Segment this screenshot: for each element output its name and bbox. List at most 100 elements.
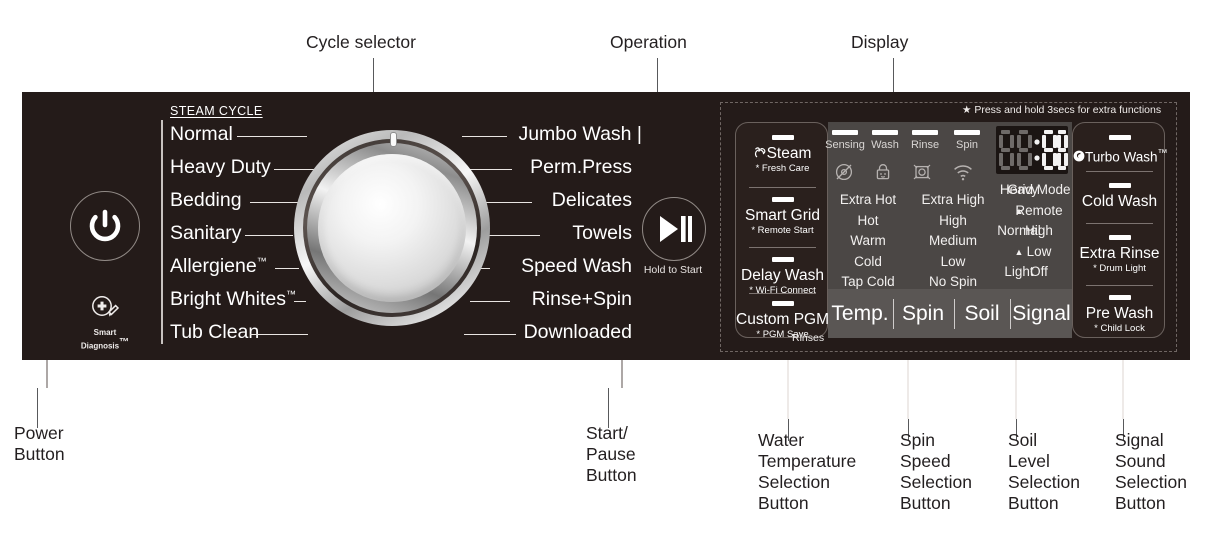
turbo-wash-button[interactable]: Turbo Wash™ — [1073, 135, 1168, 165]
extra-rinse-label: Extra Rinse — [1079, 244, 1160, 262]
power-icon — [89, 209, 121, 242]
steam-sublabel: * Fresh Care — [755, 162, 810, 174]
soil-selection-button[interactable]: Soil — [964, 301, 1000, 325]
cycle-label-delicates[interactable]: Delicates — [551, 189, 632, 211]
turbo-icon — [1073, 150, 1085, 162]
leader-perm-press — [470, 169, 512, 171]
callout-line-soil-level — [1016, 419, 1017, 441]
pre-wash-label: Pre Wash — [1085, 304, 1154, 322]
signal-option-grid-mode: Grid Mode — [1007, 182, 1071, 197]
spin-option-medium: Medium — [928, 233, 977, 249]
callout-operation: Operation — [610, 32, 687, 52]
indicator-dash — [771, 135, 794, 140]
signal-option-high: High — [1025, 223, 1053, 239]
divider — [749, 187, 816, 188]
soil-arrow-up-2: ▲ — [1014, 246, 1024, 257]
steam-button[interactable]: Steam * Fresh Care — [736, 135, 829, 174]
pre-wash-button[interactable]: Pre Wash * Child Lock — [1073, 295, 1166, 334]
callout-start-pause-button: Start/ Pause Button — [586, 423, 637, 485]
cold-wash-button[interactable]: Cold Wash — [1073, 183, 1166, 210]
cycle-label-normal[interactable]: Normal — [170, 123, 233, 145]
temp-option-extra-hot: Extra Hot — [839, 192, 897, 207]
spin-option-low: Low — [940, 253, 966, 269]
custom-pgm-label: Custom PGM — [736, 310, 830, 328]
steam-icon — [754, 146, 765, 157]
leader-rinse-spin — [470, 301, 510, 303]
custom-pgm-button[interactable]: Custom PGM * PGM Save — [736, 301, 829, 340]
no-spin-icon — [835, 163, 853, 181]
delay-wash-sublabel: * Wi-Fi Connect — [749, 284, 816, 296]
extra-functions-note: ★ Press and hold 3secs for extra functio… — [962, 104, 1162, 116]
steam-label: Steam — [766, 144, 812, 162]
leader-towels — [478, 235, 540, 237]
delay-wash-label: Delay Wash — [741, 266, 824, 284]
extra-rinse-sublabel: * Drum Light — [1093, 262, 1146, 274]
signal-option-off: Off — [1030, 264, 1048, 280]
indicator-dash — [1108, 235, 1131, 240]
leader-bedding — [250, 202, 298, 204]
leader-bright-whites — [294, 301, 306, 303]
indicator-dash — [771, 301, 794, 306]
callout-line-spin-speed — [908, 419, 909, 441]
display-right-button-column: Turbo Wash™ Cold Wash Extra Rinse * Drum… — [1072, 122, 1168, 338]
callout-power-button: Power Button — [14, 423, 65, 464]
callout-signal-sound-button: Signal Sound Selection Button — [1115, 430, 1187, 513]
soil-options: Heavy ▲ Normal ▲ Light — [988, 180, 1050, 283]
smart-grid-button[interactable]: Smart Grid * Remote Start — [736, 197, 829, 236]
child-lock-icon — [876, 164, 890, 180]
spin-selection-button[interactable]: Spin — [901, 301, 945, 325]
cycle-label-tub-clean[interactable]: Tub Clean — [170, 321, 260, 343]
callout-line-signal-sound — [1123, 419, 1124, 441]
divider — [954, 299, 955, 329]
temp-option-cold: Cold — [854, 253, 882, 269]
power-button[interactable] — [70, 191, 140, 261]
spin-option-no-spin: No Spin — [928, 274, 978, 290]
status-dash-spin — [954, 130, 980, 135]
indicator-dash — [771, 197, 794, 202]
cycle-label-bedding[interactable]: Bedding — [170, 189, 242, 211]
display-center: Sensing Wash Rinse Spin — [825, 122, 1072, 338]
display-outline — [720, 102, 1177, 352]
callout-water-temperature-button: Water Temperature Selection Button — [758, 430, 857, 513]
delay-wash-button[interactable]: Delay Wash * Wi-Fi Connect — [736, 257, 829, 296]
cycle-label-allergiene[interactable]: Allergiene™ — [170, 255, 267, 277]
steam-cycle-bracket — [161, 120, 163, 344]
turbo-wash-label: Turbo Wash — [1085, 149, 1158, 164]
extra-rinse-button[interactable]: Extra Rinse * Drum Light — [1073, 235, 1166, 274]
drum-light-icon — [913, 164, 931, 180]
cycle-label-towels[interactable]: Towels — [572, 222, 632, 244]
leader-downloaded — [464, 334, 516, 336]
led-segments — [999, 130, 1068, 170]
dial-face — [318, 154, 466, 302]
soil-arrow-up-1: ▲ — [1014, 205, 1024, 216]
cycle-label-downloaded[interactable]: Downloaded — [523, 321, 632, 343]
status-dash-rinse — [912, 130, 938, 135]
smart-diagnosis-line2: Diagnosis — [80, 341, 120, 351]
temp-option-warm: Warm — [850, 233, 886, 249]
cycle-label-rinse-spin[interactable]: Rinse+Spin — [531, 288, 632, 310]
spin-option-extra-high: Extra High — [921, 192, 985, 207]
indicator-dash — [771, 257, 794, 262]
leader-jumbo-wash — [462, 136, 507, 138]
cycle-label-bright-whites[interactable]: Bright Whites™ — [170, 288, 296, 310]
signal-selection-button[interactable]: Signal — [1012, 301, 1071, 325]
cycle-label-speed-wash[interactable]: Speed Wash — [521, 255, 632, 277]
cycle-selector-dial[interactable] — [294, 130, 490, 326]
selection-button-bar: Temp. Spin Soil Signal — [828, 289, 1072, 338]
temp-selection-button[interactable]: Temp. — [831, 301, 889, 325]
cycle-label-jumbo-wash[interactable]: Jumbo Wash | — [518, 123, 642, 145]
smart-diagnosis-icon — [92, 296, 120, 317]
callout-line-power-button — [37, 388, 38, 428]
cycle-label-perm-press[interactable]: Perm.Press — [530, 156, 632, 178]
indicator-dash — [1108, 135, 1131, 140]
cycle-label-sanitary[interactable]: Sanitary — [170, 222, 242, 244]
status-label-rinse: Rinse — [910, 139, 940, 151]
divider — [1010, 299, 1011, 329]
divider — [893, 299, 894, 329]
cycle-label-heavy-duty[interactable]: Heavy Duty — [170, 156, 271, 178]
start-pause-button[interactable] — [642, 197, 706, 261]
divider — [1086, 285, 1153, 286]
